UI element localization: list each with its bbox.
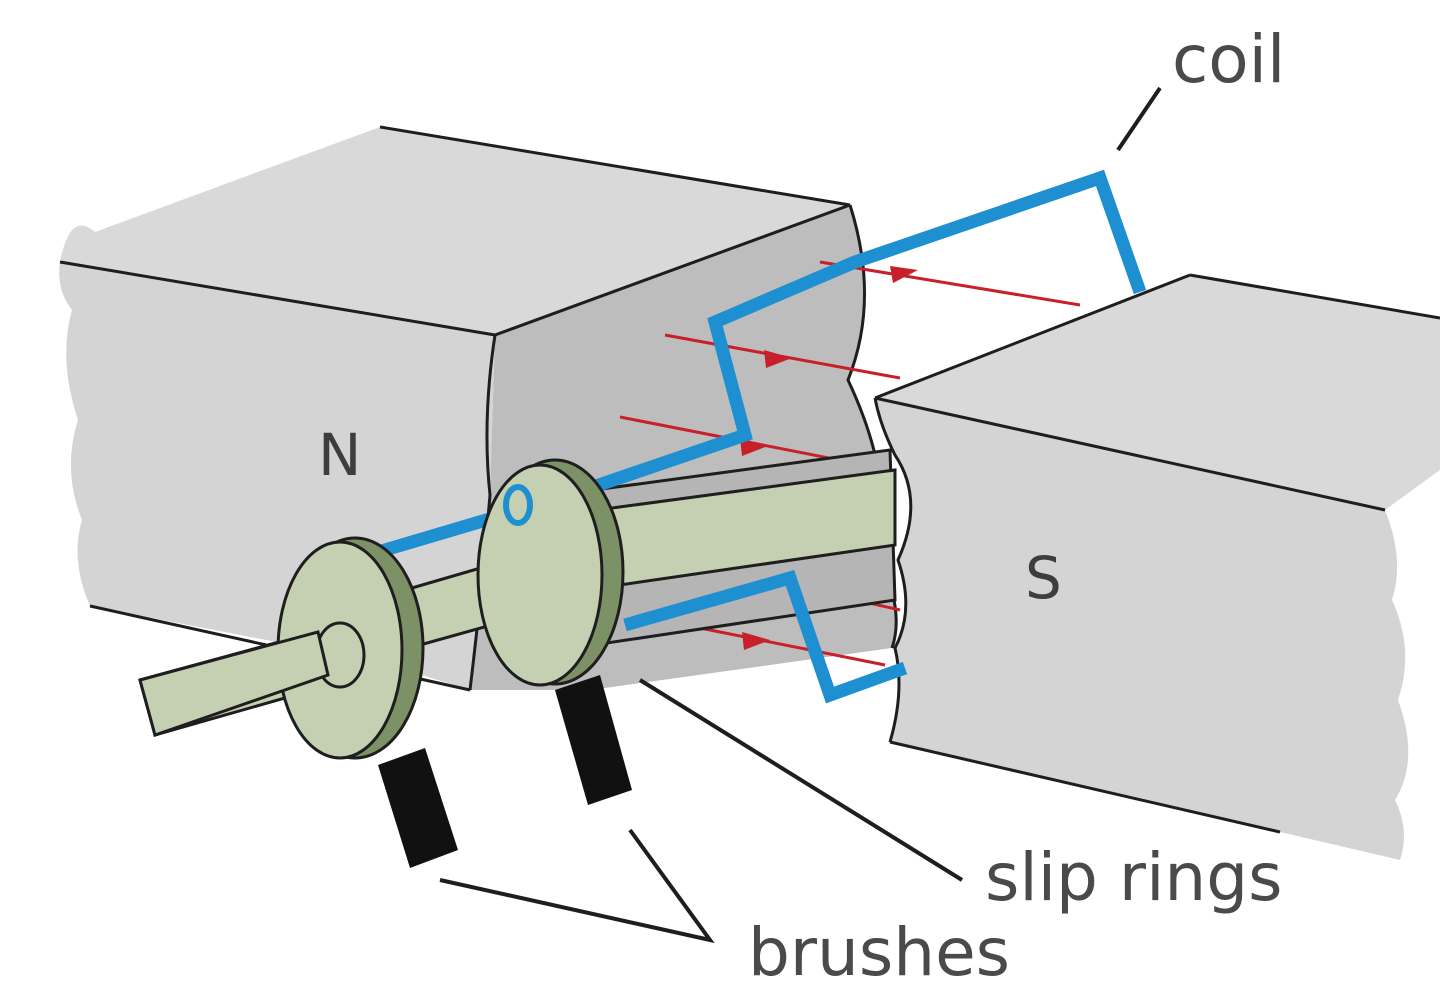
brush-rear [555, 675, 632, 805]
south-magnet [873, 273, 1440, 860]
north-magnet-edge-corner [494, 203, 851, 337]
field-arrow [742, 632, 770, 650]
brushes-leader [439, 828, 715, 944]
coil-label: coil [1172, 21, 1285, 98]
brushes [378, 675, 632, 868]
south-magnet-front [875, 398, 1409, 860]
field-arrow [764, 350, 792, 368]
slip-rings-leader [638, 678, 964, 882]
coil-leader [1116, 86, 1162, 152]
south-pole-label: S [1025, 544, 1062, 612]
north-magnet-edge-front [59, 260, 496, 337]
north-pole-label: N [318, 421, 361, 489]
coil-wire-top [587, 169, 1147, 495]
slip-ring-connection [503, 484, 533, 526]
slip-ring-front [276, 536, 425, 760]
north-magnet-top [60, 127, 850, 335]
north-magnet-edge-vertical [468, 334, 497, 691]
slip-rings [138, 458, 625, 760]
south-magnet-top [875, 275, 1440, 510]
field-arrow [740, 438, 768, 456]
slip-rings-label: slip rings [985, 839, 1283, 916]
field-arrow [890, 266, 918, 283]
south-magnet-edge-corner [874, 273, 1191, 400]
field-line [819, 260, 1081, 307]
shaft-front-visible [138, 630, 330, 737]
leader-lines [439, 86, 1162, 944]
coil-wire-bottom [623, 570, 908, 704]
south-magnet-edge-bottom [889, 740, 1281, 834]
south-magnet-edge-top [1189, 273, 1440, 320]
brushes-label: brushes [748, 914, 1010, 991]
north-magnet-edge-top [379, 125, 851, 207]
south-magnet-edge-front [874, 396, 1386, 512]
brush-front [378, 748, 458, 868]
slip-ring-rear [476, 458, 625, 687]
